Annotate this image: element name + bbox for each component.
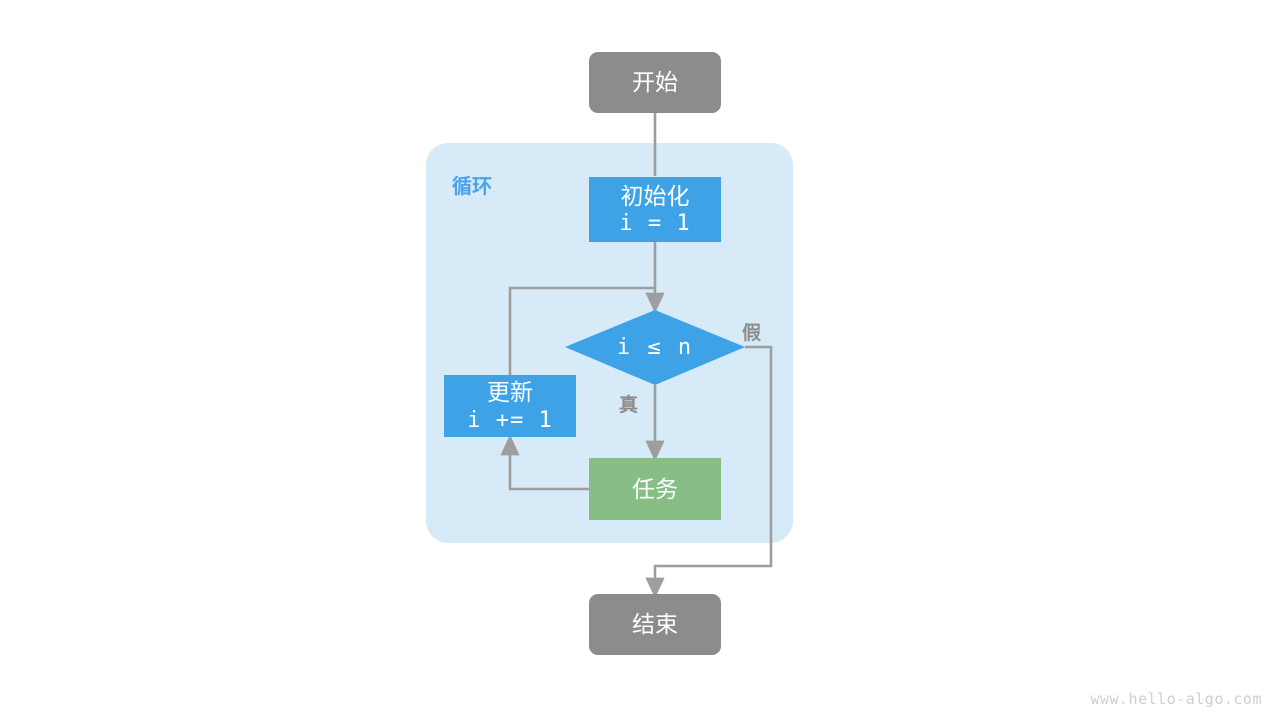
edge-condition-false-to-end	[645, 345, 773, 599]
node-start-label: 开始	[632, 69, 678, 96]
edge-task-to-update	[500, 434, 589, 491]
edge-label-false: 假	[742, 323, 762, 344]
node-task[interactable]: 任务	[589, 458, 721, 520]
condition-diamond[interactable]	[565, 310, 745, 385]
node-start[interactable]: 开始	[589, 52, 721, 113]
node-update[interactable]: 更新 i += 1	[444, 375, 576, 437]
watermark: www.hello-algo.com	[1090, 690, 1262, 708]
node-end[interactable]: 结束	[589, 594, 721, 655]
node-update-label: 更新	[487, 379, 533, 406]
edge-update-to-condition	[508, 286, 655, 375]
node-update-expression: i += 1	[467, 407, 553, 433]
node-task-label: 任务	[632, 475, 678, 502]
loop-container-label: 循环	[452, 176, 492, 198]
node-initialize-expression: i = 1	[619, 211, 691, 237]
node-initialize-label: 初始化	[620, 182, 690, 209]
edge-label-true: 真	[619, 395, 639, 416]
node-end-label: 结束	[632, 611, 678, 638]
node-initialize[interactable]: 初始化 i = 1	[589, 177, 721, 242]
